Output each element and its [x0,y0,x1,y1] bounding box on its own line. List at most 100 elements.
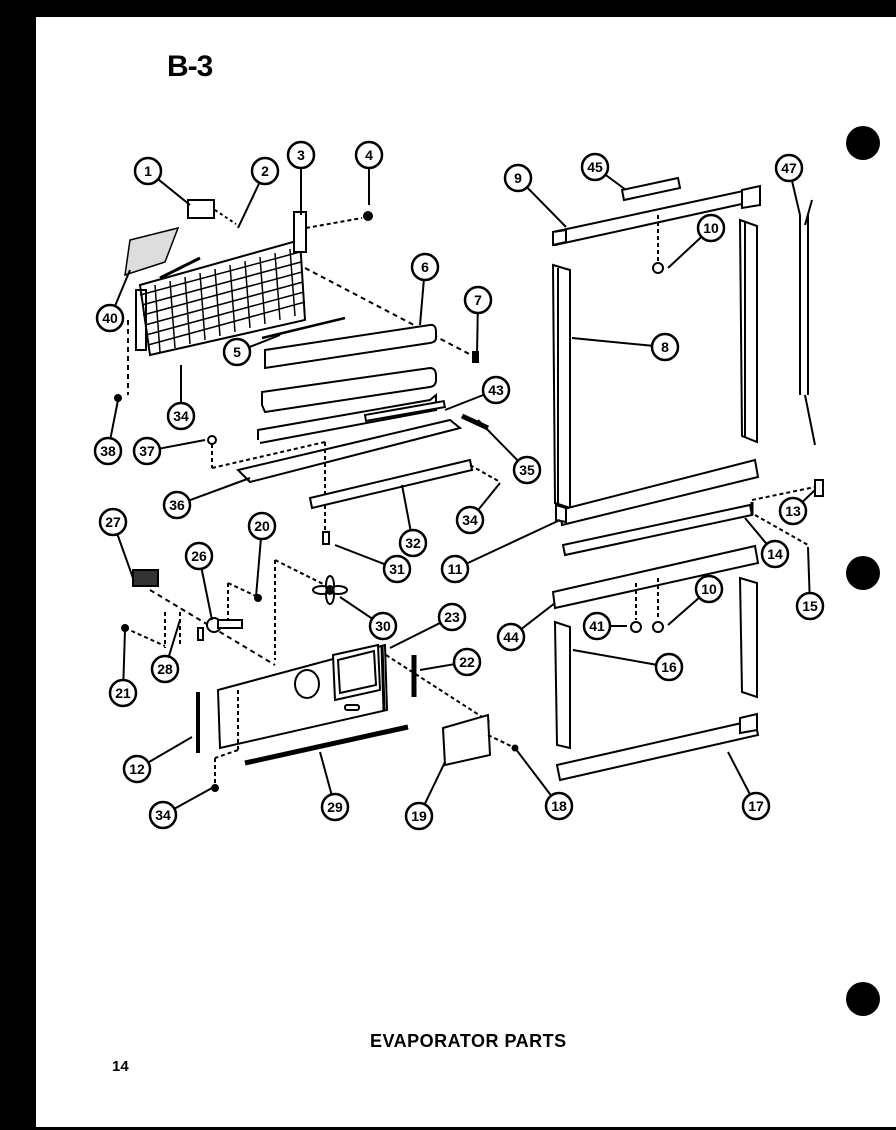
part-callout-34: 34 [148,787,213,830]
fan-blade-drawing [312,575,348,605]
part-callout-47: 47 [774,153,804,216]
leader-line [514,747,552,797]
leader-line [334,544,386,566]
leader-line [571,337,653,347]
leader-line [476,312,479,356]
callout-circle-icon [452,647,482,677]
part-callout-16: 16 [572,649,684,682]
callout-circle-icon [503,163,533,193]
part-callout-32: 32 [398,484,428,558]
leader-line [727,751,751,795]
leader-line [173,787,213,810]
part-callout-45: 45 [580,152,627,191]
callout-circle-icon [410,252,440,282]
part-callout-44: 44 [496,602,556,652]
callout-circle-icon [760,539,790,569]
callout-circle-icon [122,754,152,784]
callout-number: 1 [144,163,152,179]
part-callout-40: 40 [95,269,131,333]
part-callout-8: 8 [571,332,680,362]
part-callout-7: 7 [463,285,493,356]
callout-number: 16 [661,659,677,675]
callout-number: 5 [233,344,241,360]
callout-circle-icon [481,375,511,405]
callout-circle-icon [320,792,350,822]
page-number: 14 [112,1058,129,1075]
leader-line [667,596,700,626]
callout-number: 32 [405,535,421,551]
callout-circle-icon [108,678,138,708]
leader-line [667,236,703,269]
callout-number: 31 [389,561,405,577]
leader-line [114,269,131,307]
binder-hole-icon [846,556,880,590]
callout-circle-icon [98,507,128,537]
callout-number: 4 [365,147,373,163]
callout-number: 15 [802,598,818,614]
part-callout-38: 38 [93,399,123,466]
callout-circle-icon [696,213,726,243]
leader-line [167,619,181,657]
callout-circle-icon [455,505,485,535]
leader-line [116,533,134,579]
callout-number: 38 [100,443,116,459]
part-callout-18: 18 [514,747,574,821]
callout-number: 45 [587,159,603,175]
callout-circle-icon [354,140,384,170]
leader-line [237,182,261,229]
insulation-pad-drawing [124,226,180,277]
callout-circle-icon [582,611,612,641]
callout-number: 17 [748,798,764,814]
callout-circle-icon [580,152,610,182]
part-callout-5: 5 [222,334,281,367]
callout-number: 8 [661,339,669,355]
leader-line [188,477,251,502]
part-callout-31: 31 [334,544,412,584]
callout-circle-icon [496,622,526,652]
part-callout-30: 30 [339,596,398,641]
evaporator-coil-drawing [135,238,307,357]
callout-number: 2 [261,163,269,179]
callout-circle-icon [512,455,542,485]
leader-line [248,334,281,349]
part-callout-1: 1 [133,156,191,206]
callout-number: 34 [462,512,478,528]
callout-number: 19 [411,808,427,824]
callout-number: 14 [767,546,783,562]
part-callout-6: 6 [410,252,440,326]
part-callout-9: 9 [503,163,567,228]
callout-number: 26 [191,548,207,564]
part-callout-17: 17 [727,751,771,821]
callout-circle-icon [247,511,277,541]
callout-number: 10 [701,581,717,597]
callout-number: 29 [327,799,343,815]
leader-line [159,439,206,450]
leader-line [801,489,816,503]
callout-circle-icon [778,496,808,526]
callout-circle-icon [694,574,724,604]
callout-circle-icon [166,401,196,431]
part-callout-15: 15 [795,546,825,621]
callout-circle-icon [132,436,162,466]
callout-number: 44 [503,629,519,645]
callout-number: 34 [155,807,171,823]
callout-circle-icon [150,654,180,684]
callout-number: 35 [519,462,535,478]
leader-line [147,736,193,764]
part-callout-34: 34 [166,365,196,431]
leader-line [419,279,425,326]
callout-circle-icon [148,800,178,830]
part-callout-19: 19 [404,761,446,831]
callout-number: 12 [129,761,145,777]
callout-circle-icon [222,337,252,367]
callout-number: 9 [514,170,522,186]
part-callout-41: 41 [582,611,627,641]
section-label: B-3 [167,50,213,83]
part-callout-2: 2 [237,156,280,229]
callout-circle-icon [437,602,467,632]
callout-number: 41 [589,618,605,634]
callout-number: 40 [102,310,118,326]
callout-circle-icon [404,801,434,831]
